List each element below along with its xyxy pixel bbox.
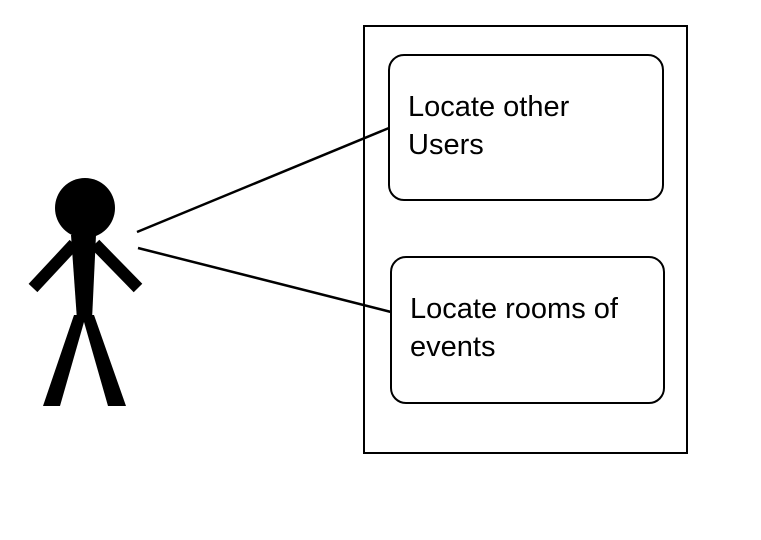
actor-stick-figure-icon <box>28 178 143 406</box>
use-case-label: Locate rooms of events <box>410 293 618 363</box>
system-boundary <box>363 25 688 454</box>
actor-right-arm <box>90 239 143 293</box>
actor-left-leg <box>43 315 86 406</box>
actor-right-leg <box>82 315 126 406</box>
use-case-label: Locate other Users <box>408 91 570 161</box>
use-case-locate-rooms-of-events: Locate rooms of events <box>390 256 665 404</box>
use-case-locate-other-users: Locate other Users <box>388 54 664 201</box>
actor-left-arm <box>28 239 79 293</box>
association-line-locate-rooms <box>137 246 392 314</box>
association-line-locate-users <box>136 126 390 234</box>
actor-head <box>55 178 115 238</box>
actor-torso <box>71 235 96 320</box>
